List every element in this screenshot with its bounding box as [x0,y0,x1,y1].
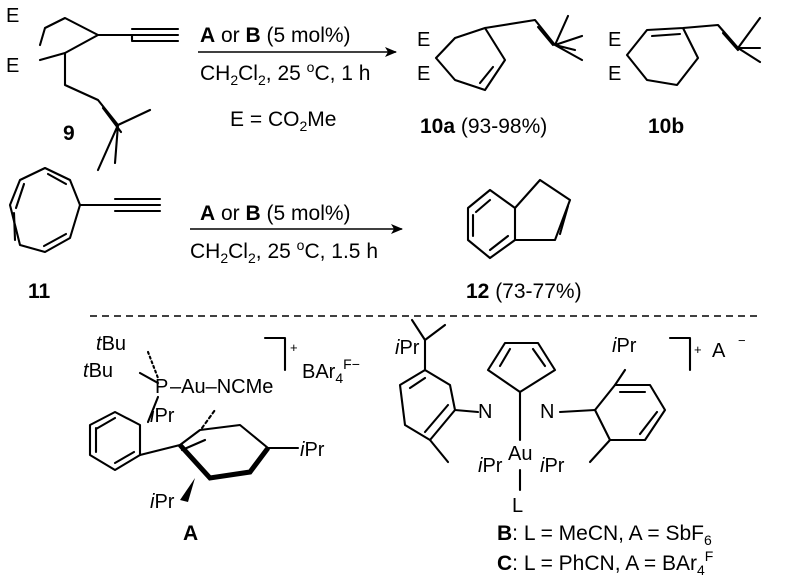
ester-label: E [6,5,19,27]
ipr-label: iPr [612,335,637,357]
nitrogen-label: N [540,401,554,423]
tbu-label: tBu [83,360,113,382]
product-12: 12 (73-77%) [466,178,582,303]
ester-label: E [417,63,430,85]
reaction1-arrow-group: A or B (5 mol%) CH2Cl2, 25 oC, 1 h E = C… [198,24,397,134]
ipr-label: iPr [300,439,325,461]
catalyst-A-structure: tBu tBu P –Au–NCMe iPr iPr iPr + BAr4F− … [83,333,360,545]
catalyst-line: A or B (5 mol%) [200,202,351,225]
catalyst-a-ref: A [200,24,215,47]
substrate-9: E E 9 [6,5,180,172]
ester-label: E [608,29,621,51]
ipr-label: iPr [395,337,420,359]
ester-label: E [6,55,19,77]
ipr-label: iPr [478,455,503,477]
counterion-label: BAr4F− [302,356,360,386]
product-10b: E E 10b [608,16,762,138]
substrate-9-number: 9 [63,122,75,145]
product-12-label: 12 (73-77%) [466,280,582,303]
ester-label: E [608,63,621,85]
ipr-label: iPr [150,405,175,427]
conditions-text: CH2Cl2, 25 oC, 1.5 h [190,237,378,266]
substrate-11: 11 [8,166,162,303]
gold-label: Au [508,443,532,465]
ester-label: E [417,29,430,51]
loading-text: (5 mol%) [261,24,351,47]
ipr-label: iPr [150,491,175,513]
catalyst-line: A or B (5 mol%) [200,24,351,47]
or-text: or [215,24,245,47]
legend-B: B: L = MeCN, A = SbF6 [497,522,712,548]
au-ncme-label: –Au–NCMe [170,376,273,398]
phosphorus-label: P [155,376,168,398]
ester-definition: E = CO2Me [230,108,336,134]
product-10a: E E 10a (93-98%) [417,14,584,138]
anion-label: A [712,340,726,362]
substrate-11-number: 11 [28,280,51,303]
nitrogen-label: N [478,401,492,423]
catalyst-A-label: A [183,522,198,545]
catalyst-b-ref: B [246,24,261,47]
catalyst-BC-structure: N N Au L iPr iPr iPr iPr + A − B: L = Me… [395,318,746,578]
ipr-label: iPr [540,455,565,477]
reaction2-arrow-group: A or B (5 mol%) CH2Cl2, 25 oC, 1.5 h [190,202,403,266]
anion-charge: − [738,333,746,348]
conditions-text: CH2Cl2, 25 oC, 1 h [200,59,370,88]
product-10b-number: 10b [648,115,684,138]
product-10a-label: 10a (93-98%) [420,115,547,138]
tbu-label: tBu [96,333,126,355]
charge-plus: + [694,342,702,357]
charge-plus: + [290,340,298,355]
legend-C: C: L = PhCN, A = BAr4F [497,548,713,578]
ligand-l-label: L [512,495,523,517]
